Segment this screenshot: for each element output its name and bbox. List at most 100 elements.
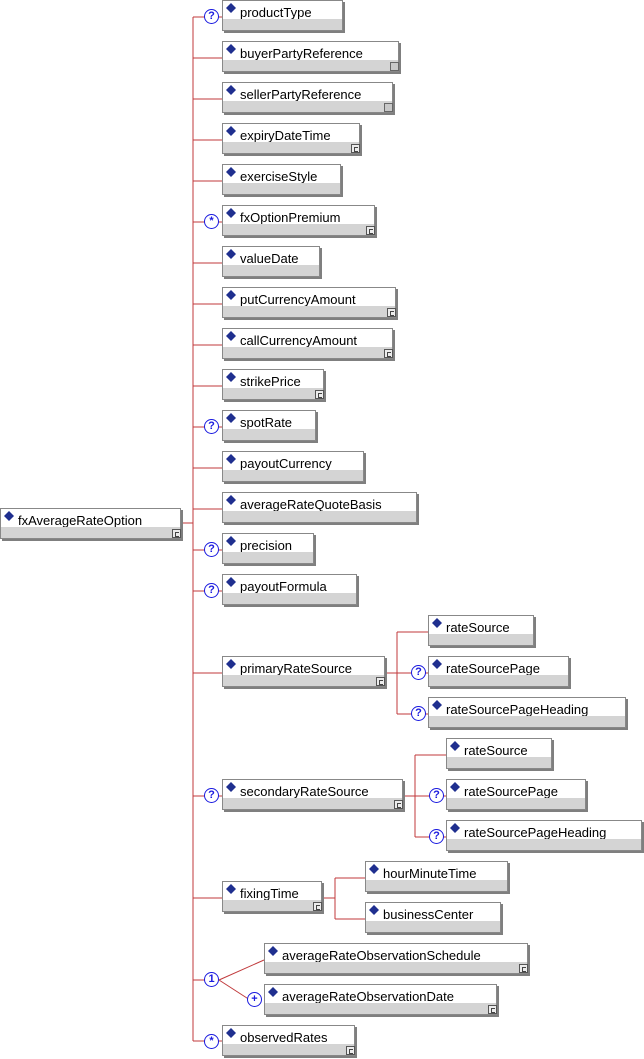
element-label: callCurrencyAmount bbox=[240, 333, 358, 348]
root-element-fxaveragerateoption[interactable]: fxAverageRateOption bbox=[0, 508, 181, 539]
optional-badge: ? bbox=[204, 419, 219, 434]
diamond-icon bbox=[450, 741, 460, 751]
element-payoutcurrency[interactable]: payoutCurrency bbox=[222, 451, 364, 482]
optional-badge: ? bbox=[411, 665, 426, 680]
element-label: exerciseStyle bbox=[240, 169, 318, 184]
connector-segment bbox=[218, 959, 265, 981]
element-averagerateobservationschedule[interactable]: averageRateObservationSchedule bbox=[264, 943, 528, 974]
diamond-icon bbox=[226, 577, 236, 587]
element-spotrate[interactable]: spotRate bbox=[222, 410, 316, 441]
diamond-icon bbox=[226, 249, 236, 259]
element-valuedate[interactable]: valueDate bbox=[222, 246, 320, 277]
diamond-icon bbox=[268, 946, 278, 956]
expand-icon[interactable] bbox=[488, 1005, 497, 1014]
element-label: averageRateObservationSchedule bbox=[282, 948, 481, 963]
diamond-icon bbox=[226, 454, 236, 464]
diamond-icon bbox=[226, 290, 236, 300]
diamond-icon bbox=[432, 700, 442, 710]
element-label: rateSourcePage bbox=[446, 661, 540, 676]
reference-icon bbox=[390, 62, 399, 71]
element-label: precision bbox=[240, 538, 293, 553]
reference-icon bbox=[384, 103, 393, 112]
element-secondaryratesource[interactable]: secondaryRateSource bbox=[222, 779, 403, 810]
expand-icon[interactable] bbox=[315, 390, 324, 399]
expand-icon[interactable] bbox=[313, 902, 322, 911]
element-label: rateSource bbox=[464, 743, 528, 758]
one-or-more-badge: + bbox=[247, 992, 262, 1007]
diamond-icon bbox=[369, 864, 379, 874]
diamond-icon bbox=[226, 1028, 236, 1038]
element-label: businessCenter bbox=[383, 907, 474, 922]
element-primary-ratesourcepage[interactable]: rateSourcePage bbox=[428, 656, 569, 687]
diamond-icon bbox=[226, 495, 236, 505]
expand-icon[interactable] bbox=[387, 308, 396, 317]
diamond-icon bbox=[226, 372, 236, 382]
element-label: rateSource bbox=[446, 620, 510, 635]
element-sellerpartyreference[interactable]: sellerPartyReference bbox=[222, 82, 393, 113]
diamond-icon bbox=[432, 618, 442, 628]
element-label: productType bbox=[240, 5, 312, 20]
element-producttype[interactable]: productType bbox=[222, 0, 343, 31]
element-label: expiryDateTime bbox=[240, 128, 331, 143]
expand-icon[interactable] bbox=[384, 349, 393, 358]
element-label: fxOptionPremium bbox=[240, 210, 341, 225]
connector-segment bbox=[218, 979, 251, 1001]
element-expirydatetime[interactable]: expiryDateTime bbox=[222, 123, 360, 154]
diamond-icon bbox=[369, 905, 379, 915]
element-payoutformula[interactable]: payoutFormula bbox=[222, 574, 357, 605]
diamond-icon bbox=[450, 823, 460, 833]
choice-badge: 1 bbox=[204, 972, 219, 987]
element-label: rateSourcePageHeading bbox=[446, 702, 589, 717]
element-primary-ratesource[interactable]: rateSource bbox=[428, 615, 534, 646]
diamond-icon bbox=[226, 659, 236, 669]
expand-icon[interactable] bbox=[351, 144, 360, 153]
element-fixingtime[interactable]: fixingTime bbox=[222, 881, 322, 912]
element-exercisestyle[interactable]: exerciseStyle bbox=[222, 164, 341, 195]
element-label: rateSourcePageHeading bbox=[464, 825, 607, 840]
diamond-icon bbox=[226, 85, 236, 95]
diamond-icon bbox=[226, 884, 236, 894]
root-label: fxAverageRateOption bbox=[18, 513, 143, 528]
element-label: rateSourcePage bbox=[464, 784, 558, 799]
element-label: fixingTime bbox=[240, 886, 299, 901]
optional-badge: ? bbox=[204, 542, 219, 557]
element-primary-ratesourcepageheading[interactable]: rateSourcePageHeading bbox=[428, 697, 626, 728]
element-label: observedRates bbox=[240, 1030, 328, 1045]
element-averagerateobservationdate[interactable]: averageRateObservationDate bbox=[264, 984, 497, 1015]
element-label: putCurrencyAmount bbox=[240, 292, 356, 307]
expand-icon[interactable] bbox=[394, 800, 403, 809]
expand-icon[interactable] bbox=[366, 226, 375, 235]
optional-badge: ? bbox=[204, 9, 219, 24]
element-strikeprice[interactable]: strikePrice bbox=[222, 369, 324, 400]
diamond-icon bbox=[226, 3, 236, 13]
optional-badge: ? bbox=[429, 829, 444, 844]
element-secondary-ratesource[interactable]: rateSource bbox=[446, 738, 552, 769]
diamond-icon bbox=[450, 782, 460, 792]
element-secondary-ratesourcepage[interactable]: rateSourcePage bbox=[446, 779, 586, 810]
element-secondary-ratesourcepageheading[interactable]: rateSourcePageHeading bbox=[446, 820, 642, 851]
element-primaryratesource[interactable]: primaryRateSource bbox=[222, 656, 385, 687]
element-businesscenter[interactable]: businessCenter bbox=[365, 902, 501, 933]
diamond-icon bbox=[226, 331, 236, 341]
zero-or-more-badge: * bbox=[204, 214, 219, 229]
element-averageratequotebasis[interactable]: averageRateQuoteBasis bbox=[222, 492, 417, 523]
element-callcurrencyamount[interactable]: callCurrencyAmount bbox=[222, 328, 393, 359]
element-label: spotRate bbox=[240, 415, 293, 430]
diamond-icon bbox=[226, 208, 236, 218]
element-label: secondaryRateSource bbox=[240, 784, 369, 799]
diamond-icon bbox=[226, 413, 236, 423]
element-label: strikePrice bbox=[240, 374, 301, 389]
optional-badge: ? bbox=[411, 706, 426, 721]
expand-icon[interactable] bbox=[376, 677, 385, 686]
expand-icon[interactable] bbox=[346, 1046, 355, 1055]
expand-icon[interactable] bbox=[519, 964, 528, 973]
expand-icon[interactable] bbox=[172, 529, 181, 538]
element-fxoptionpremium[interactable]: fxOptionPremium bbox=[222, 205, 375, 236]
diamond-icon bbox=[226, 536, 236, 546]
diamond-icon bbox=[4, 511, 14, 521]
element-buyerpartyreference[interactable]: buyerPartyReference bbox=[222, 41, 399, 72]
element-putcurrencyamount[interactable]: putCurrencyAmount bbox=[222, 287, 396, 318]
element-precision[interactable]: precision bbox=[222, 533, 314, 564]
element-hourminutetime[interactable]: hourMinuteTime bbox=[365, 861, 508, 892]
element-observedrates[interactable]: observedRates bbox=[222, 1025, 355, 1056]
